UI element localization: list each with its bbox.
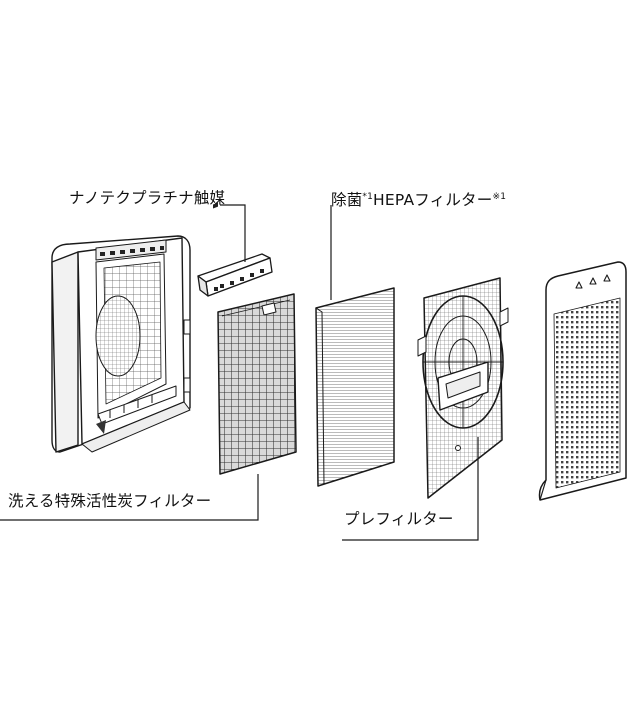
leader-pre bbox=[342, 437, 479, 541]
label-pre-filter: プレフィルター bbox=[344, 510, 454, 528]
label-hepa-reference-mark: ※1 bbox=[492, 192, 507, 202]
leader-carbon bbox=[0, 474, 259, 521]
pre-filter-panel bbox=[417, 277, 509, 499]
label-hepa-prefix: 除菌 bbox=[331, 191, 363, 209]
front-cover-panel bbox=[538, 261, 627, 501]
air-purifier-body bbox=[51, 235, 191, 453]
label-hepa-note-mark: *1 bbox=[362, 192, 374, 202]
leader-nano bbox=[220, 204, 246, 262]
label-nano-platinum-text: ナノテクプラチナ触媒 bbox=[69, 189, 226, 207]
leader-lines bbox=[0, 204, 479, 541]
carbon-filter-panel bbox=[217, 293, 297, 475]
nano-platinum-catalyst bbox=[197, 202, 273, 297]
label-carbon-filter-text: 洗える特殊活性炭フィルター bbox=[8, 492, 212, 510]
label-carbon-filter: 洗える特殊活性炭フィルター bbox=[8, 492, 211, 510]
label-hepa-filter: 除菌*1HEPAフィルター※1 bbox=[331, 188, 506, 209]
label-nano-platinum: ナノテクプラチナ触媒 bbox=[69, 189, 225, 207]
label-hepa-main: HEPAフィルター bbox=[373, 191, 493, 209]
label-pre-filter-text: プレフィルター bbox=[344, 510, 454, 528]
hepa-filter-panel bbox=[315, 287, 395, 487]
